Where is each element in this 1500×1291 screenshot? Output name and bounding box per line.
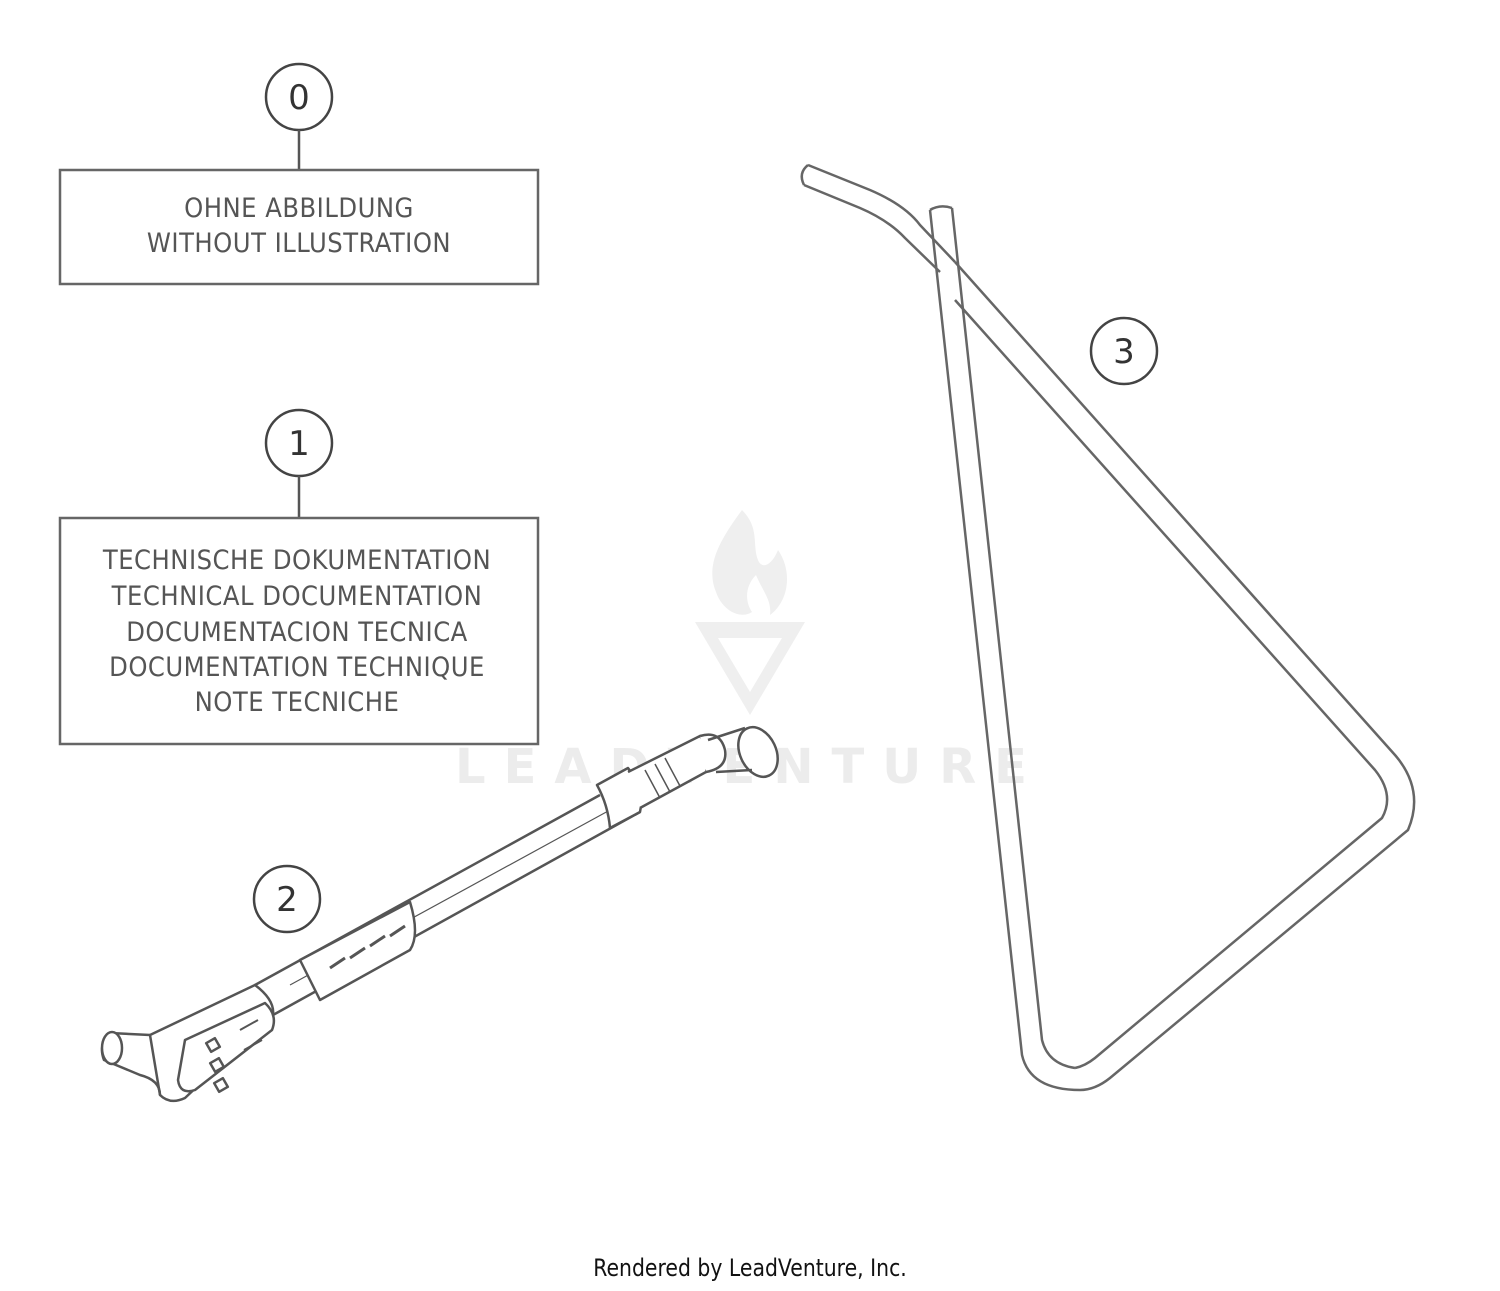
side-stand-part[interactable] bbox=[800, 163, 1416, 1092]
footer-credit: Rendered by LeadVenture, Inc. bbox=[593, 1254, 907, 1282]
note-box-technical-documentation: TECHNISCHE DOKUMENTATION TECHNICAL DOCUM… bbox=[58, 516, 540, 746]
callout-1-label: 1 bbox=[288, 424, 310, 464]
box1-line2: TECHNICAL DOCUMENTATION bbox=[111, 581, 483, 612]
note-box-without-illustration: OHNE ABBILDUNG WITHOUT ILLUSTRATION bbox=[58, 168, 540, 286]
callout-0-label: 0 bbox=[288, 78, 310, 118]
box0-line1: OHNE ABBILDUNG bbox=[184, 193, 414, 224]
box1-line3: DOCUMENTACION TECNICA bbox=[126, 617, 468, 648]
callout-3[interactable]: 3 bbox=[1089, 316, 1159, 386]
box1-line1: TECHNISCHE DOKUMENTATION bbox=[102, 545, 491, 576]
flame-icon bbox=[712, 510, 788, 615]
callout-1[interactable]: 1 bbox=[264, 408, 334, 478]
box0-line2: WITHOUT ILLUSTRATION bbox=[147, 228, 451, 259]
box1-line5: NOTE TECNICHE bbox=[195, 687, 400, 718]
callout-0[interactable]: 0 bbox=[264, 62, 334, 132]
v-logo-icon bbox=[695, 622, 805, 715]
callout-2[interactable]: 2 bbox=[252, 864, 322, 934]
air-pump-part[interactable] bbox=[100, 721, 785, 1103]
box1-line4: DOCUMENTATION TECHNIQUE bbox=[109, 652, 485, 683]
callout-3-label: 3 bbox=[1113, 332, 1135, 372]
callout-2-label: 2 bbox=[276, 880, 298, 920]
